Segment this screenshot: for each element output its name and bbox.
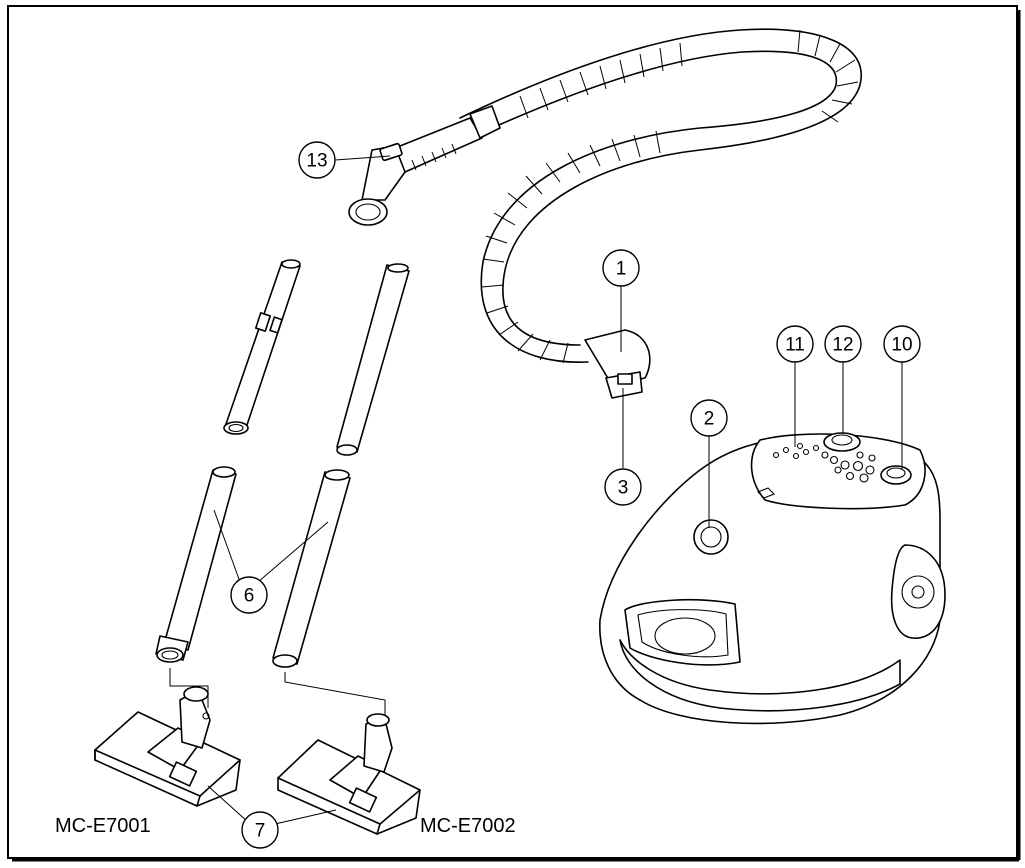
upper-tube-right <box>336 264 410 453</box>
callout-3: 3 <box>604 468 642 506</box>
floor-nozzle-left <box>94 686 241 807</box>
cord-rewind-button <box>880 465 912 485</box>
rear-wheel <box>890 544 946 639</box>
upper-tube-left <box>225 261 301 429</box>
hose-ribs <box>481 29 859 364</box>
callout-2: 2 <box>690 399 728 437</box>
extension-tubes-lower <box>155 466 351 668</box>
callout-1-label: 1 <box>616 259 627 280</box>
leader-lines <box>207 155 903 825</box>
callout-6-label: 6 <box>244 586 255 607</box>
hose-handle-opening <box>348 198 388 226</box>
lower-tube-right <box>272 471 351 665</box>
callout-13-label: 13 <box>306 151 327 172</box>
callout-11-label: 11 <box>785 335 805 356</box>
callout-3-label: 3 <box>618 478 629 499</box>
brand-mark-icon <box>757 487 775 499</box>
floor-nozzle-right <box>277 713 421 835</box>
callout-6: 6 <box>230 576 268 614</box>
hose-connector <box>584 329 651 386</box>
extension-tubes-upper <box>223 259 410 456</box>
lower-tube-left <box>163 469 237 651</box>
diagram-frame <box>7 5 1018 859</box>
power-indicator-dots <box>772 442 876 483</box>
callout-7-label: 7 <box>255 821 266 842</box>
vacuum-body <box>599 432 946 725</box>
body-base <box>619 639 901 712</box>
hose-handle-grip <box>389 117 483 173</box>
callout-12: 12 <box>824 325 862 363</box>
assembly-lines <box>169 668 386 718</box>
callout-10: 10 <box>883 325 921 363</box>
callout-7: 7 <box>241 811 279 849</box>
callout-1: 1 <box>602 249 640 287</box>
hose <box>348 28 863 399</box>
model-label-mc-e7001: MC-E7001 <box>55 815 151 837</box>
callout-10-label: 10 <box>891 335 912 356</box>
callout-13: 13 <box>298 141 336 179</box>
callout-2-label: 2 <box>704 409 715 430</box>
callout-12-label: 12 <box>832 335 853 356</box>
power-dial <box>823 432 861 452</box>
model-label-mc-e7002: MC-E7002 <box>420 815 516 837</box>
hose-inlet <box>693 519 729 555</box>
callout-11: 11 <box>776 325 814 363</box>
